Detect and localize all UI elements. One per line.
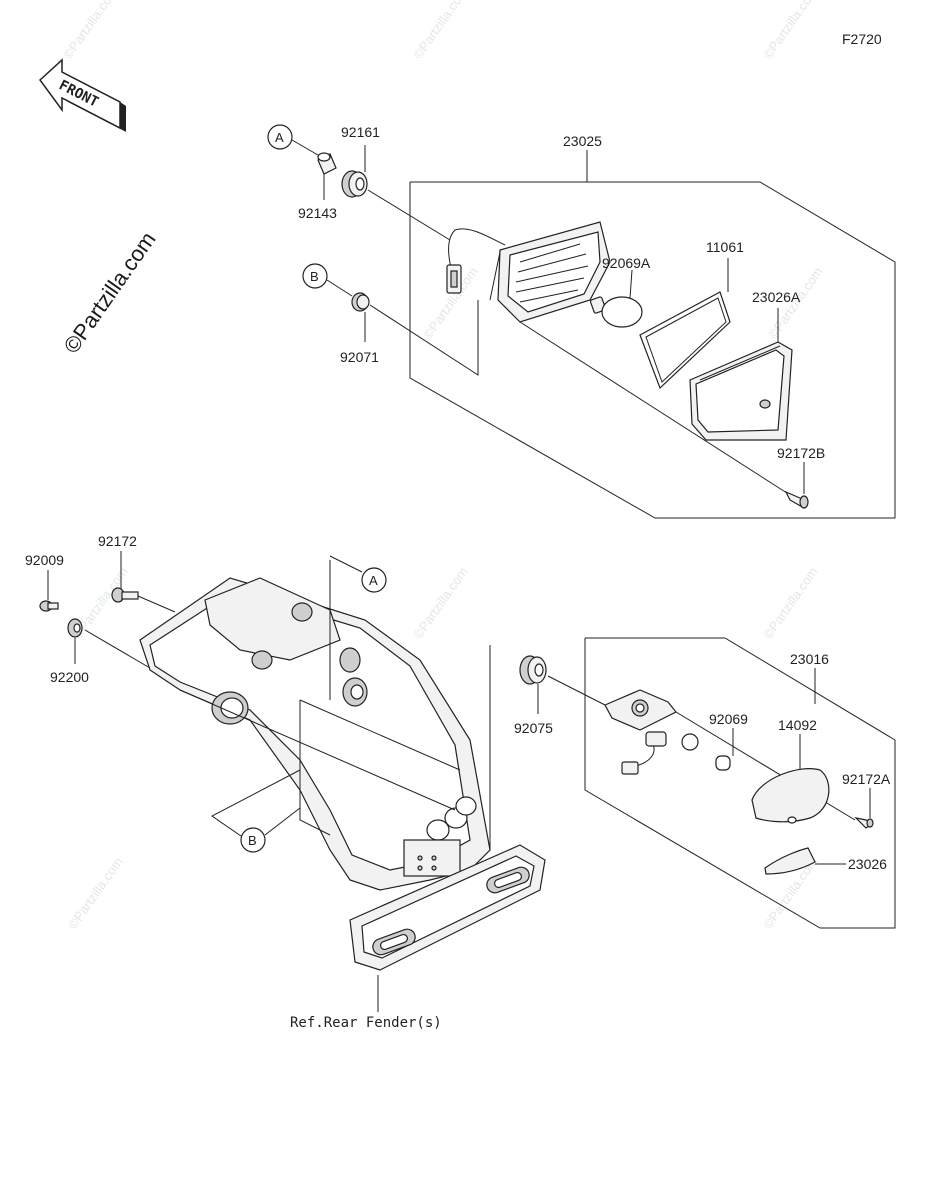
front-arrow-icon: FRONT [38, 58, 126, 132]
watermark: ©Partzilla.com [760, 0, 820, 62]
grommet-part [519, 655, 547, 685]
watermark: ©Partzilla.com [410, 564, 470, 641]
part-number-label: 92200 [50, 669, 89, 685]
bulb-part [589, 296, 643, 328]
socket-part [604, 689, 699, 775]
watermark: ©Partzilla.com [410, 0, 470, 62]
figure-code: F2720 [842, 31, 882, 47]
watermark: ©Partzilla.com [60, 0, 120, 62]
gasket-part [639, 291, 731, 390]
callout-b-letter: B [310, 269, 319, 284]
part-number-label: 23026A [752, 289, 801, 305]
grommet-part [341, 170, 368, 198]
watermark: ©Partzilla.com [760, 564, 820, 641]
part-number-label: 92172A [842, 771, 891, 787]
screw-part [854, 817, 874, 829]
lens-part [689, 341, 793, 441]
bolt-part [111, 587, 139, 603]
part-number-label: 92075 [514, 720, 553, 736]
watermark: ©Partzilla.com [65, 854, 125, 931]
part-number-label: 92172B [777, 445, 825, 461]
license-bracket [139, 560, 491, 891]
callout-b [240, 827, 266, 853]
damper-part [351, 292, 370, 312]
bulb-part [715, 755, 731, 771]
part-number-label: 92009 [25, 552, 64, 568]
watermark-large: ©Partzilla.com [59, 227, 161, 358]
license-lens-part [751, 768, 830, 824]
collar-part [317, 152, 337, 175]
part-number-label: 92172 [98, 533, 137, 549]
part-number-label: 11061 [706, 239, 744, 255]
part-number-label: 14092 [778, 717, 817, 733]
callout-a [267, 124, 293, 150]
part-number-label: 23016 [790, 651, 829, 667]
callout-a [361, 567, 387, 593]
part-number-label: 23026 [848, 856, 887, 872]
taillight-housing [446, 221, 611, 323]
part-number-label: 92069A [602, 255, 651, 271]
part-number-label: 92069 [709, 711, 748, 727]
callout-b [302, 263, 328, 289]
reference-note: Ref.Rear Fender(s) [290, 1015, 442, 1031]
part-number-label: 92143 [298, 205, 337, 221]
screw-part [784, 490, 809, 509]
reflector-plate [349, 844, 546, 971]
callout-a-letter: A [275, 130, 284, 145]
lens-cover-part [764, 847, 816, 875]
part-number-label: 92161 [341, 124, 380, 140]
callout-b-letter: B [248, 833, 257, 848]
callout-a-letter: A [369, 573, 378, 588]
part-number-label: 23025 [563, 133, 602, 149]
part-number-label: 92071 [340, 349, 379, 365]
bolt-part [39, 600, 59, 612]
washer-part [67, 618, 83, 638]
